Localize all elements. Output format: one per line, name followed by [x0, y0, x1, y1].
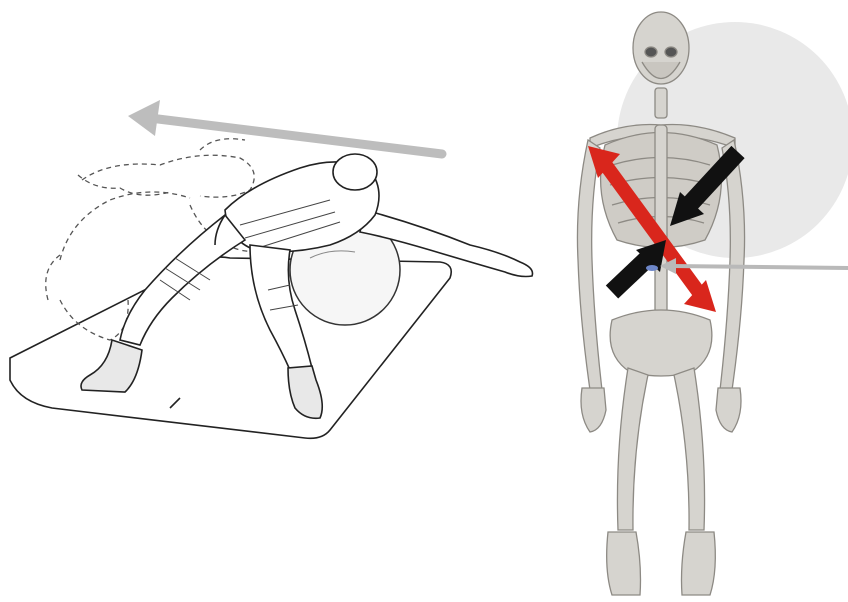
marker-dot	[646, 265, 658, 271]
exercise-illustration	[10, 100, 533, 438]
pelvis	[610, 310, 712, 376]
skeleton-illustration	[577, 12, 848, 595]
motion-arrow-left	[128, 100, 442, 154]
